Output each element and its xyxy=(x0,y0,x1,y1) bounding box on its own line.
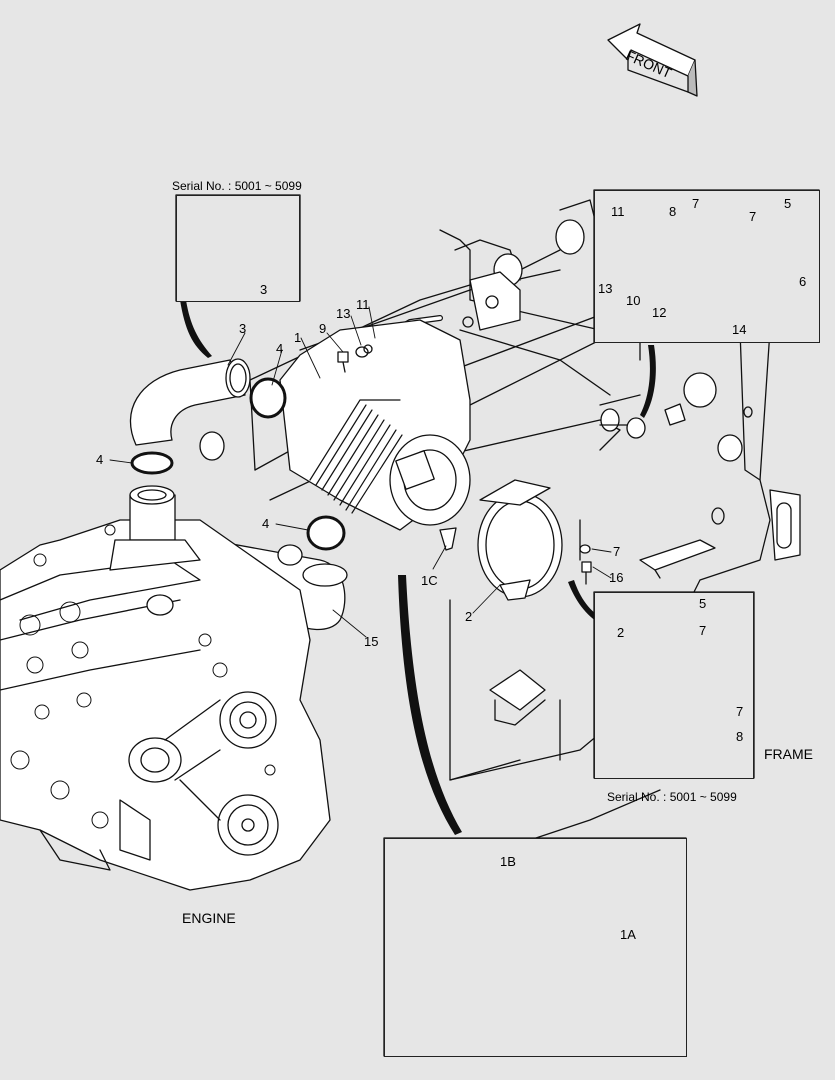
serial-range-top: Serial No. : 5001 ~ 5099 xyxy=(172,179,302,193)
callout-label: 16 xyxy=(609,570,624,585)
inset-serial-box xyxy=(176,195,300,302)
air-cleaner xyxy=(279,319,471,551)
callout-label: 11 xyxy=(611,204,625,219)
callout-label: 1A xyxy=(620,927,636,942)
filter-detail-box xyxy=(384,838,687,1057)
frame-label: FRAME xyxy=(764,746,813,762)
callout-label: 8 xyxy=(669,204,677,219)
detail-1-box xyxy=(594,190,820,343)
band-2 xyxy=(477,479,592,601)
callout-label: 15 xyxy=(364,634,379,649)
callout-sweeps xyxy=(180,300,656,835)
callout-label: 13 xyxy=(598,281,613,296)
serial-range-bottom: Serial No. : 5001 ~ 5099 xyxy=(607,790,737,804)
callout-label: 7 xyxy=(613,544,621,559)
callout-label: 14 xyxy=(732,322,747,337)
callout-label: 7 xyxy=(736,704,744,719)
callout-label: 2 xyxy=(617,625,625,640)
callout-label: 4 xyxy=(276,341,284,356)
callout-label: 7 xyxy=(692,196,700,211)
callout-label: 5 xyxy=(699,596,707,611)
callout-label: 4 xyxy=(96,452,104,467)
callout-label: 6 xyxy=(799,274,807,289)
front-arrow xyxy=(607,23,698,97)
callout-label: 10 xyxy=(626,293,641,308)
callout-label: 7 xyxy=(699,623,707,638)
callout-label: 3 xyxy=(239,321,247,336)
engine-label: ENGINE xyxy=(182,910,236,926)
callout-label: 2 xyxy=(465,609,473,624)
callout-label: 3 xyxy=(260,282,268,297)
callout-label: 5 xyxy=(784,196,792,211)
callout-label: 4 xyxy=(262,516,270,531)
callout-label: 1B xyxy=(500,854,516,869)
engine xyxy=(0,485,331,891)
callout-label: 1C xyxy=(421,573,438,588)
detail-2-box xyxy=(594,592,754,779)
callout-label: 8 xyxy=(736,729,744,744)
callout-label: 13 xyxy=(336,306,351,321)
callout-label: 7 xyxy=(749,209,757,224)
hose-3 xyxy=(129,358,251,446)
callout-label: 9 xyxy=(319,321,327,336)
callout-label: 1 xyxy=(294,330,302,345)
callout-label: 12 xyxy=(652,305,667,320)
callout-label: 11 xyxy=(356,297,370,312)
